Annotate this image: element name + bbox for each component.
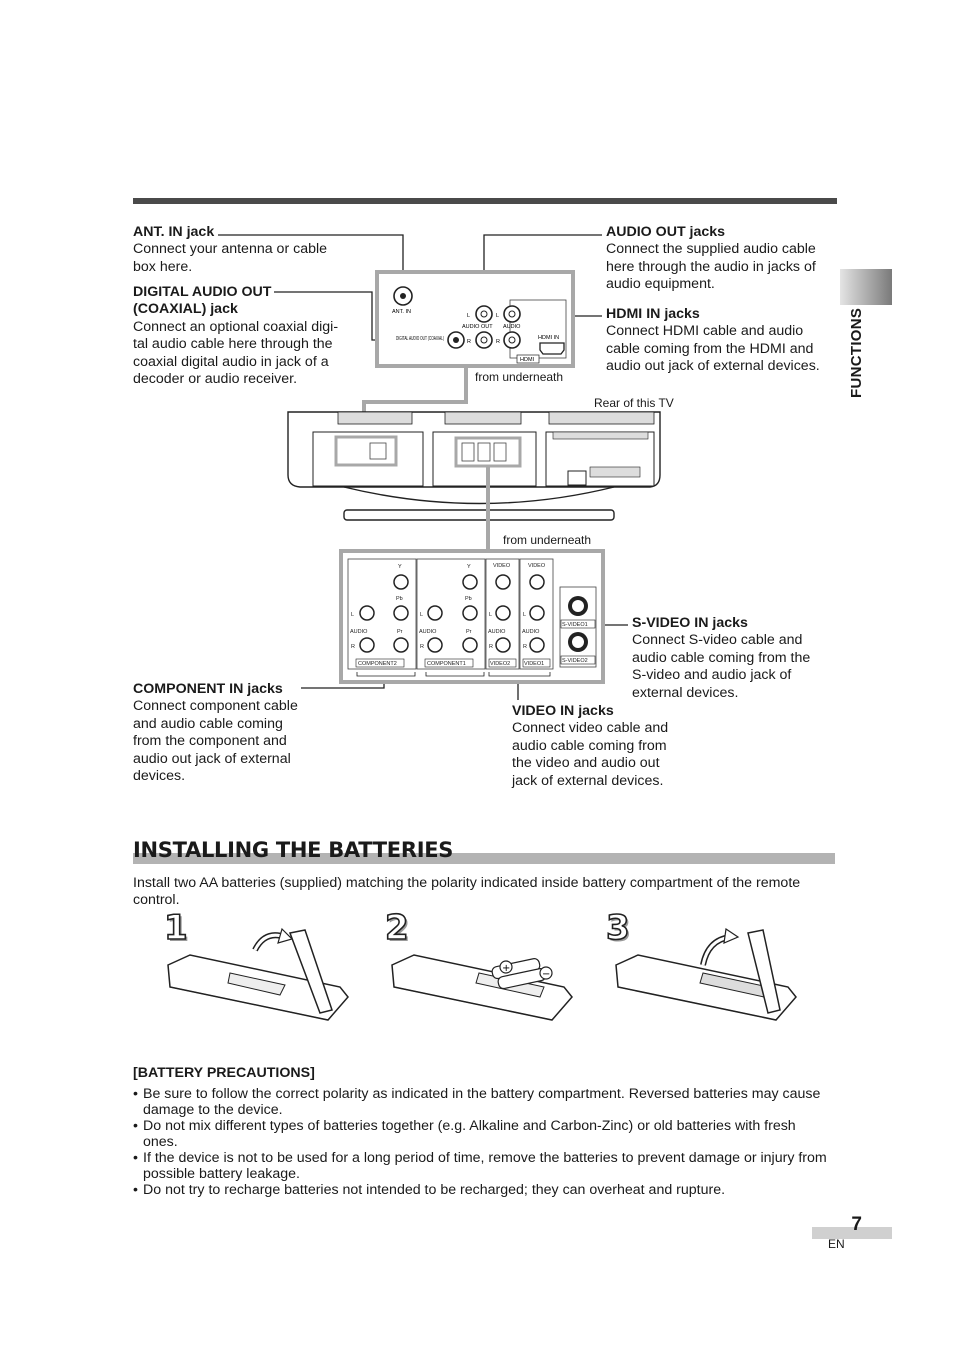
callout-ant-in-title: ANT. IN jack bbox=[133, 224, 215, 240]
bottom-jack-panel: Y Pb Pr AUDIO L R Y Pb Pr AUDIO L R VIDE… bbox=[339, 549, 605, 684]
component1-jacks bbox=[427, 574, 478, 653]
hdmi-audio-l-label: L bbox=[496, 313, 499, 319]
page-number: 7 bbox=[851, 1214, 862, 1235]
batteries-intro: Install two AA batteries (supplied) matc… bbox=[133, 875, 801, 909]
callout-hdmi-in: HDMI IN jacks Connect HDMI cable and aud… bbox=[606, 306, 831, 376]
video1-jacks bbox=[529, 574, 545, 653]
callout-video-in-title: VIDEO IN jacks bbox=[512, 703, 614, 719]
video2-video-label: VIDEO bbox=[493, 563, 511, 569]
precaution-item: Do not mix different types of batteries … bbox=[133, 1118, 833, 1150]
from-underneath-top-label: from underneath bbox=[475, 370, 563, 384]
step-number-2: 2 bbox=[384, 907, 409, 949]
digital-audio-out-small-label: DIGITAL AUDIO OUT (COAXIAL) bbox=[396, 336, 444, 342]
video2-audio-label: AUDIO bbox=[488, 629, 506, 635]
video1-l-label: L bbox=[523, 612, 526, 618]
precaution-item: Be sure to follow the correct polarity a… bbox=[133, 1086, 833, 1118]
callout-svideo-in: S-VIDEO IN jacks Connect S-video cable a… bbox=[632, 615, 827, 702]
component2-pb-label: Pb bbox=[396, 596, 403, 602]
tv-connection-diagram: ANT. IN L R L R AUDIO OUT AUDIO HDMI IN … bbox=[218, 234, 674, 700]
callout-digital-audio-out-title-2: (COAXIAL) jack bbox=[133, 301, 238, 318]
tv-stand-icon bbox=[343, 486, 615, 505]
video1-video-label: VIDEO bbox=[528, 563, 546, 569]
section-title: INSTALLING THE BATTERIES bbox=[133, 838, 454, 862]
component1-r-label: R bbox=[420, 644, 424, 650]
hdmi-small-label: HDMI bbox=[520, 357, 535, 363]
callout-audio-out-title: AUDIO OUT jacks bbox=[606, 224, 726, 240]
video2-jacks bbox=[495, 574, 511, 653]
side-tab-marker bbox=[840, 269, 892, 305]
step-number-1: 1 bbox=[163, 907, 188, 949]
video2-tag: VIDEO2 bbox=[490, 661, 510, 667]
top-rule bbox=[133, 198, 837, 204]
component1-l-label: L bbox=[420, 612, 423, 618]
battery-precautions-list: Be sure to follow the correct polarity a… bbox=[133, 1086, 833, 1198]
svideo-jacks bbox=[568, 596, 588, 652]
callout-digital-audio-out: DIGITAL AUDIO OUT (COAXIAL) jack Connect… bbox=[133, 284, 348, 388]
video2-l-label: L bbox=[489, 612, 492, 618]
callout-video-in: VIDEO IN jacks Connect video cable and a… bbox=[512, 703, 687, 790]
section-title-bar bbox=[133, 853, 835, 864]
battery-precautions-title: [BATTERY PRECAUTIONS] bbox=[133, 1065, 315, 1081]
remote-open-cover-icon bbox=[167, 927, 349, 1021]
video1-tag: VIDEO1 bbox=[524, 661, 544, 667]
component2-audio-label: AUDIO bbox=[350, 629, 368, 635]
callout-component-in-title: COMPONENT IN jacks bbox=[133, 681, 283, 697]
callout-svideo-in-body: Connect S-video cable and audio cable co… bbox=[632, 632, 811, 701]
tv-rear-illustration bbox=[287, 411, 661, 521]
component2-y-label: Y bbox=[398, 564, 402, 570]
callout-digital-audio-out-title-1: DIGITAL AUDIO OUT bbox=[133, 284, 272, 300]
callout-audio-out: AUDIO OUT jacks Connect the supplied aud… bbox=[606, 224, 831, 294]
hdmi-audio-r-label: R bbox=[496, 339, 500, 345]
battery-plus-icon: + bbox=[502, 963, 510, 974]
callout-component-in: COMPONENT IN jacks Connect component cab… bbox=[133, 681, 308, 785]
callout-hdmi-in-title: HDMI IN jacks bbox=[606, 306, 700, 322]
callout-ant-in-body: Connect your antenna or cable box here. bbox=[133, 241, 328, 275]
component1-y-label: Y bbox=[467, 564, 471, 570]
callout-video-in-body: Connect video cable and audio cable comi… bbox=[512, 720, 669, 789]
component2-tag: COMPONENT2 bbox=[358, 661, 397, 667]
component2-jacks bbox=[359, 574, 409, 653]
component1-pr-label: Pr bbox=[466, 629, 472, 635]
callout-component-in-body: Connect component cable and audio cable … bbox=[133, 698, 298, 785]
component2-pr-label: Pr bbox=[397, 629, 403, 635]
component2-l-label: L bbox=[351, 612, 354, 618]
audio-out-r-label: R bbox=[467, 339, 471, 345]
component1-tag: COMPONENT1 bbox=[427, 661, 466, 667]
audio-out-l-label: L bbox=[467, 313, 470, 319]
precaution-item: Do not try to recharge batteries not int… bbox=[133, 1182, 833, 1198]
callout-audio-out-body: Connect the supplied audio cable here th… bbox=[606, 241, 816, 293]
callout-hdmi-in-body: Connect HDMI cable and audio cable comin… bbox=[606, 323, 820, 375]
step-number-3: 3 bbox=[605, 907, 630, 949]
video1-audio-label: AUDIO bbox=[522, 629, 540, 635]
svideo1-tag: S-VIDEO1 bbox=[562, 622, 588, 628]
svideo2-tag: S-VIDEO2 bbox=[562, 658, 588, 664]
from-underneath-bottom-label: from underneath bbox=[503, 533, 591, 547]
component1-audio-label: AUDIO bbox=[419, 629, 437, 635]
component1-pb-label: Pb bbox=[465, 596, 472, 602]
component2-r-label: R bbox=[351, 644, 355, 650]
page-number-bar bbox=[812, 1227, 892, 1239]
video2-r-label: R bbox=[489, 644, 493, 650]
rear-of-tv-label: Rear of this TV bbox=[594, 396, 674, 410]
language-code: EN bbox=[828, 1237, 845, 1251]
audio-out-small-label: AUDIO OUT bbox=[462, 324, 493, 330]
video1-r-label: R bbox=[523, 644, 527, 650]
callout-svideo-in-title: S-VIDEO IN jacks bbox=[632, 615, 748, 631]
remote-close-cover-icon bbox=[615, 927, 797, 1021]
top-jack-panel: ANT. IN L R L R AUDIO OUT AUDIO HDMI IN … bbox=[375, 270, 575, 368]
callout-ant-in: ANT. IN jack Connect your antenna or cab… bbox=[133, 224, 338, 276]
ant-in-small-label: ANT. IN bbox=[392, 309, 411, 315]
battery-minus-icon: − bbox=[542, 969, 550, 980]
remote-insert-batteries-icon: + − bbox=[391, 954, 573, 1021]
hdmi-audio-small-label: AUDIO bbox=[503, 324, 521, 330]
precaution-item: If the device is not to be used for a lo… bbox=[133, 1150, 833, 1182]
hdmi-in-small-label: HDMI IN bbox=[538, 335, 559, 341]
hdmi-port-icon bbox=[539, 342, 565, 355]
callout-digital-audio-out-body: Connect an optional coaxial digi-tal aud… bbox=[133, 318, 339, 388]
